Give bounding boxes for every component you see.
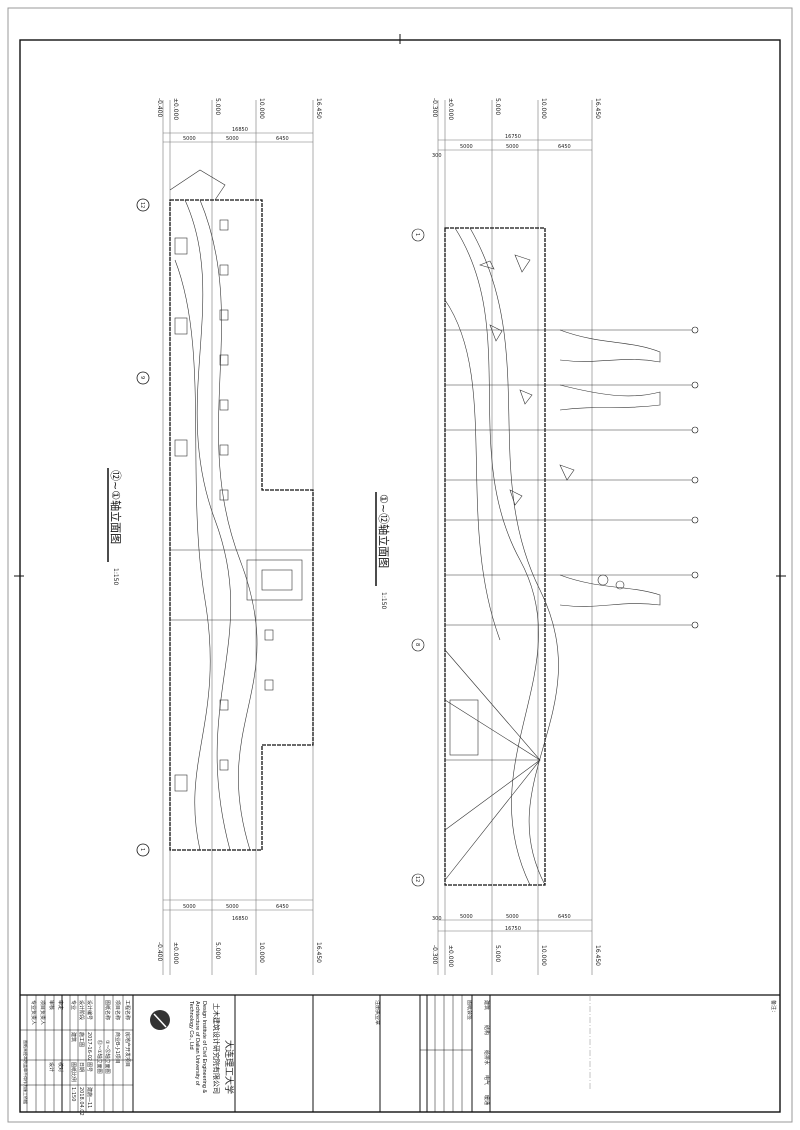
sign-label: 暖通 (483, 1095, 490, 1105)
stage: 施工图 (78, 1032, 85, 1047)
label: 工程名称 (124, 1000, 131, 1020)
role-label: 设计 (48, 1062, 55, 1072)
project-name: 房地产开发项目 (124, 1032, 131, 1067)
file-note: 图纸未经本院盖章不得作为施工依据 (23, 1040, 29, 1104)
level-label: -0.400 (156, 942, 163, 962)
dim: 6450 (558, 914, 571, 920)
level-label: -0.300 (431, 98, 438, 118)
label: 专业 (70, 1000, 77, 1010)
drawing-name: ①~⑫轴立面图 (104, 1040, 111, 1074)
role-label: 校对 (57, 1062, 64, 1072)
role-label: 专业负责人 (30, 1000, 37, 1025)
dim: 5000 (506, 144, 519, 150)
axis-label: 8 (414, 643, 420, 646)
level-label: ±0.000 (172, 98, 179, 120)
dim: 5000 (226, 904, 239, 910)
sheet-outer-border (7, 7, 793, 1123)
drawing-scale: 1:150 (380, 592, 387, 609)
label: 图纸名称 (104, 1000, 111, 1020)
dim-total: 16750 (505, 134, 521, 140)
axis-label: 1 (139, 848, 145, 851)
level-label: ±0.000 (447, 945, 454, 967)
drawing-scale: 1:150 (112, 568, 119, 585)
sign-label: 电气 (483, 1075, 490, 1085)
dim: 5000 (506, 914, 519, 920)
level-label: 5.000 (214, 98, 221, 115)
level-label: 5.000 (214, 942, 221, 959)
drawing-title: ①~⑫轴立面图 (377, 494, 391, 568)
stamp-label: 注册执业章 (374, 1000, 381, 1025)
dim: 6450 (558, 144, 571, 150)
dim: 300 (432, 916, 442, 922)
role-label: 审定 (57, 1000, 64, 1010)
axis-label: 12 (139, 202, 145, 208)
level-label: 16.450 (594, 98, 601, 119)
level-label: 5.000 (494, 945, 501, 962)
label: 项目名称 (114, 1000, 121, 1020)
company-name: 土木建筑设计研究院有限公司 (212, 1003, 221, 1094)
axis-label: 12 (414, 876, 420, 882)
dim: 5000 (460, 914, 473, 920)
label: 图号 (86, 1062, 92, 1072)
elevation-left: -0.400 ±0.000 5.000 10.000 16.450 -0.400… (107, 98, 322, 975)
level-label: 10.000 (258, 98, 265, 119)
dim: 6450 (276, 136, 289, 142)
label: 日期 (78, 1062, 84, 1072)
dim-total: 16750 (505, 926, 521, 932)
label: 设计阶段 (78, 1000, 85, 1020)
sheet-inner-border (19, 39, 781, 1113)
dim-total: 16850 (232, 916, 248, 922)
dim-total: 16850 (232, 127, 248, 133)
remark-label: 备注： (770, 1000, 777, 1015)
elevation-right: -0.300 ±0.000 5.000 10.000 16.450 -0.300… (375, 98, 699, 975)
date: 2018.04.02 (78, 1087, 84, 1116)
item-name: 商业B-J-1项目 (114, 1032, 121, 1064)
dim: 300 (432, 153, 442, 159)
specialty: 建筑 (70, 1032, 77, 1042)
level-label: 5.000 (494, 98, 501, 115)
axis-label: 1 (414, 233, 420, 236)
label: 设计编号 (86, 1000, 93, 1020)
level-label: -0.300 (431, 945, 438, 965)
dim: 5000 (460, 144, 473, 150)
scale: 1:150 (70, 1087, 76, 1101)
dim: 6450 (276, 904, 289, 910)
role-label: 项目负责人 (39, 1000, 46, 1025)
level-label: 16.450 (315, 98, 322, 119)
level-label: 16.450 (594, 945, 601, 966)
axis-label: 9 (139, 376, 145, 379)
dim: 5000 (226, 136, 239, 142)
level-label: 10.000 (258, 942, 265, 963)
design-no: 2017-16-02 (86, 1032, 92, 1061)
level-label: -0.400 (156, 98, 163, 118)
company-name-en: Design Institute of Civil Engineering & … (188, 1001, 207, 1094)
dim: 5000 (183, 136, 196, 142)
sign-label: 给排水 (483, 1050, 490, 1065)
level-label: 10.000 (540, 945, 547, 966)
level-label: 10.000 (540, 98, 547, 119)
sign-label: 结构 (483, 1025, 490, 1035)
label: 图纸比例 (70, 1062, 77, 1082)
company-name-en-box: Design Institute of Civil Engineering & … (188, 1001, 207, 1094)
approval-label: 图纸会签 (466, 1000, 473, 1020)
level-label: 16.450 (315, 942, 322, 963)
drawing-name: ⑫~①轴立面图 (96, 1040, 103, 1074)
level-label: ±0.000 (447, 98, 454, 120)
dim: 5000 (183, 904, 196, 910)
drawing-title: ⑫~①轴立面图 (109, 470, 123, 544)
title-block (20, 994, 780, 1112)
role-label: 审核 (48, 1000, 55, 1010)
drawing-no: 建施—11 (86, 1087, 93, 1108)
level-label: ±0.000 (172, 942, 179, 964)
sign-label: 建筑 (483, 1000, 490, 1010)
university-name: 大连理工大学 (223, 1040, 235, 1094)
